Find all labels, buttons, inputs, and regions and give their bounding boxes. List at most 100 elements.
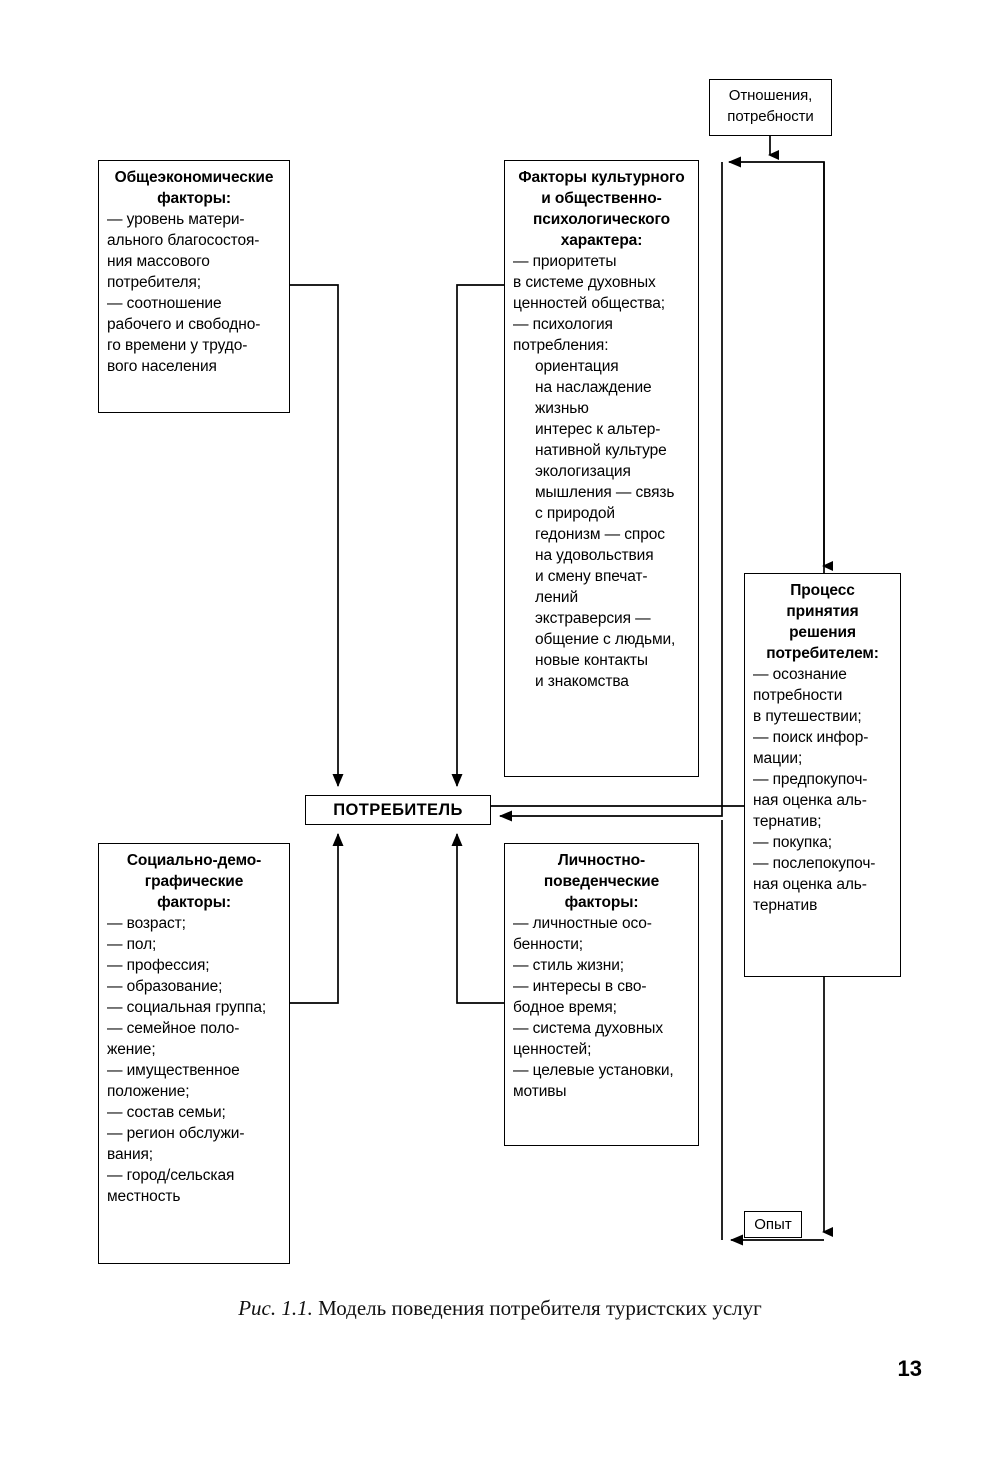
list-item: — возраст; <box>107 915 186 933</box>
list-item: новые контакты <box>535 652 648 670</box>
header-line: характера: <box>560 232 643 250</box>
list-item: ориентация <box>535 358 619 376</box>
header-line: и общественно- <box>541 190 662 208</box>
list-item: в путешествии; <box>753 708 862 726</box>
box-cultural-social-header: Факторы культурного и общественно- психо… <box>513 167 690 251</box>
header-line: потребителем: <box>766 645 879 663</box>
list-item: ценностей; <box>513 1041 592 1059</box>
list-item: вания; <box>107 1146 153 1164</box>
list-item: интерес к альтер- <box>535 421 661 439</box>
list-item: — система духовных <box>513 1020 663 1038</box>
list-item: — образование; <box>107 978 223 996</box>
list-item: жение; <box>107 1041 156 1059</box>
list-item: ная оценка аль- <box>753 876 867 894</box>
list-item: мотивы <box>513 1083 567 1101</box>
list-item: лений <box>535 589 579 607</box>
list-item: — соотношение <box>107 295 222 313</box>
list-item: потребности <box>753 687 843 705</box>
box-personal-behavioral-items: — личностные осо- бенности; — стиль жизн… <box>513 913 690 1102</box>
list-item: тернатив <box>753 897 818 915</box>
box-relations-needs-lines: Отношения, потребности <box>714 85 827 128</box>
list-item: с природой <box>535 505 615 523</box>
list-item: на наслаждение <box>535 379 652 397</box>
box-socio-demographic-header: Социально-демо- графические факторы: <box>107 850 281 913</box>
box-cultural-social-items: — приоритеты в системе духовных ценносте… <box>513 251 690 692</box>
box-consumer-title: ПОТРЕБИТЕЛЬ <box>333 800 463 819</box>
header-line: Процесс <box>790 582 855 599</box>
list-item: мации; <box>753 750 803 768</box>
list-item: — регион обслужи- <box>107 1125 245 1143</box>
header-line: Социально-демо- <box>126 852 262 869</box>
box-socio-demographic-items: — возраст; — пол; — профессия; — образов… <box>107 913 281 1207</box>
list-item: местность <box>107 1188 181 1206</box>
list-item: — покупка; <box>753 834 832 852</box>
text-line: Отношения, <box>728 87 813 104</box>
list-item: и знакомства <box>535 673 629 691</box>
box-cultural-social-factors: Факторы культурного и общественно- психо… <box>504 160 699 777</box>
list-item: — уровень матери- <box>107 211 245 229</box>
list-item: — социальная группа; <box>107 999 267 1017</box>
list-item: — стиль жизни; <box>513 957 624 975</box>
box-experience: Опыт <box>744 1211 802 1238</box>
header-line: Общеэкономические <box>114 169 274 186</box>
arrow-sociodemo-to-consumer <box>290 833 344 1004</box>
list-item: потребителя; <box>107 274 201 292</box>
list-item: — целевые установки, <box>513 1062 674 1080</box>
list-item: — город/сельская <box>107 1167 235 1185</box>
figure-number: Рис. 1.1. <box>238 1296 313 1320</box>
figure-caption: Рис. 1.1. Модель поведения потребителя т… <box>0 1296 1000 1321</box>
list-item: тернатив; <box>753 813 822 831</box>
list-item: экстраверсия — <box>535 610 651 628</box>
box-relations-needs: Отношения, потребности <box>709 79 832 136</box>
list-item: экологизация <box>535 463 631 481</box>
list-item: на удовольствия <box>535 547 654 565</box>
box-experience-title: Опыт <box>754 1216 792 1233</box>
box-consumer: ПОТРЕБИТЕЛЬ <box>305 795 491 825</box>
list-item: — приоритеты <box>513 253 617 271</box>
list-item: — осознание <box>753 666 847 684</box>
header-line: поведенческие <box>543 873 660 891</box>
box-personal-behavioral-factors: Личностно- поведенческие факторы: — личн… <box>504 843 699 1146</box>
header-line: решения <box>789 624 856 642</box>
box-socio-demographic-factors: Социально-демо- графические факторы: — в… <box>98 843 290 1264</box>
list-item: жизнью <box>535 400 589 418</box>
list-item: бодное время; <box>513 999 617 1017</box>
list-item: — поиск инфор- <box>753 729 869 747</box>
box-general-economic-factors: Общеэкономические факторы: — уровень мат… <box>98 160 290 413</box>
list-item: — личностные осо- <box>513 915 652 933</box>
list-item: — профессия; <box>107 957 210 975</box>
list-item: и смену впечат- <box>535 568 648 586</box>
list-item: ная оценка аль- <box>753 792 867 810</box>
list-item: общение с людьми, <box>535 631 676 649</box>
list-item: го времени у трудо- <box>107 337 248 355</box>
header-line: факторы: <box>157 894 231 912</box>
header-line: факторы: <box>157 190 231 208</box>
list-item: мышления — связь <box>535 484 675 502</box>
list-item: — интересы в сво- <box>513 978 647 996</box>
list-item: гедонизм — спрос <box>535 526 665 544</box>
list-item: — состав семьи; <box>107 1104 226 1122</box>
box-general-economic-header: Общеэкономические факторы: <box>107 167 281 209</box>
header-line: психологического <box>532 211 671 229</box>
list-item: ния массового <box>107 253 210 271</box>
list-item: — психология <box>513 316 613 334</box>
list-item: потребления: <box>513 337 609 355</box>
arrow-cultural-to-consumer <box>451 284 504 787</box>
header-line: графические <box>144 873 244 891</box>
list-item: рабочего и свободно- <box>107 316 261 334</box>
arrow-personal-to-consumer <box>451 833 504 1004</box>
header-line: факторы: <box>564 894 639 912</box>
header-line: Факторы культурного <box>518 169 685 186</box>
page-number: 13 <box>897 1356 922 1381</box>
list-item: нативной культуре <box>535 442 667 460</box>
list-item: ценностей общества; <box>513 295 665 313</box>
box-decision-process-items: — осознание потребности в путешествии; —… <box>753 664 892 916</box>
list-item: вого населения <box>107 358 217 376</box>
list-item: — семейное поло- <box>107 1020 240 1038</box>
box-general-economic-items: — уровень матери- ального благосостоя- н… <box>107 209 281 377</box>
list-item: — предпокупоч- <box>753 771 868 789</box>
list-item: бенности; <box>513 936 583 954</box>
arrow-general-to-consumer <box>290 284 344 787</box>
box-personal-behavioral-header: Личностно- поведенческие факторы: <box>513 850 690 913</box>
